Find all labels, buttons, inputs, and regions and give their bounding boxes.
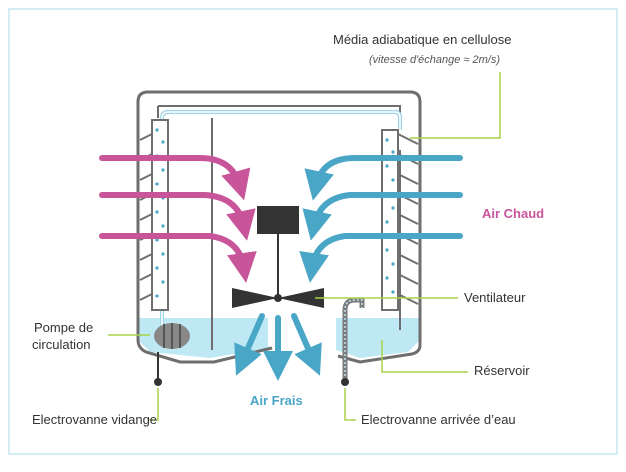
callout-arrivee <box>344 388 356 421</box>
label-media-sub: (vitesse d'échange ≈ 2m/s) <box>369 54 501 66</box>
pump <box>154 323 190 349</box>
hot-air-arrow-1 <box>99 155 251 201</box>
cool-air-arrows <box>234 313 322 381</box>
hot-air-arrow-3 <box>99 233 257 283</box>
label-media-title: Média adiabatique en cellulose <box>333 32 512 47</box>
inlet-valve <box>341 378 349 386</box>
fan-hub <box>274 294 282 302</box>
right-air-arrows <box>299 155 463 283</box>
callout-reservoir <box>381 340 468 373</box>
housing-shell-left <box>136 90 273 364</box>
fan-blade-right <box>278 288 324 308</box>
label-air-frais: Air Frais <box>250 393 303 408</box>
label-reservoir: Réservoir <box>474 363 530 378</box>
right-air-arrow-3 <box>299 233 463 283</box>
reservoir-water-right <box>336 318 420 358</box>
callout-vidange <box>148 388 159 421</box>
label-pompe-line2: circulation <box>32 337 91 352</box>
outer-frame <box>8 8 618 455</box>
media-pad-left <box>151 119 169 311</box>
hot-air-arrows <box>99 155 257 283</box>
right-air-arrow-1 <box>304 155 463 201</box>
housing-shell-right <box>148 90 422 364</box>
label-vidange: Electrovanne vidange <box>32 412 158 427</box>
right-air-arrow-2 <box>302 192 463 241</box>
fan-motor <box>257 206 299 234</box>
drain-valve <box>154 378 162 386</box>
label-air-chaud: Air Chaud <box>482 206 545 221</box>
cool-air-arrow-1 <box>234 313 265 376</box>
label-pompe-line1: Pompe de <box>34 320 94 335</box>
cool-air-arrow-3 <box>291 313 322 376</box>
water-pipe-core <box>161 111 401 335</box>
fan-blade-left <box>232 288 278 308</box>
callout-lines <box>108 72 501 421</box>
hot-air-arrow-2 <box>99 192 256 241</box>
droplets-left <box>155 128 165 298</box>
inlet-hose <box>342 297 365 380</box>
label-ventilateur: Ventilateur <box>464 290 526 305</box>
label-arrivee: Electrovanne arrivée d’eau <box>361 412 516 427</box>
callout-media <box>410 72 501 139</box>
